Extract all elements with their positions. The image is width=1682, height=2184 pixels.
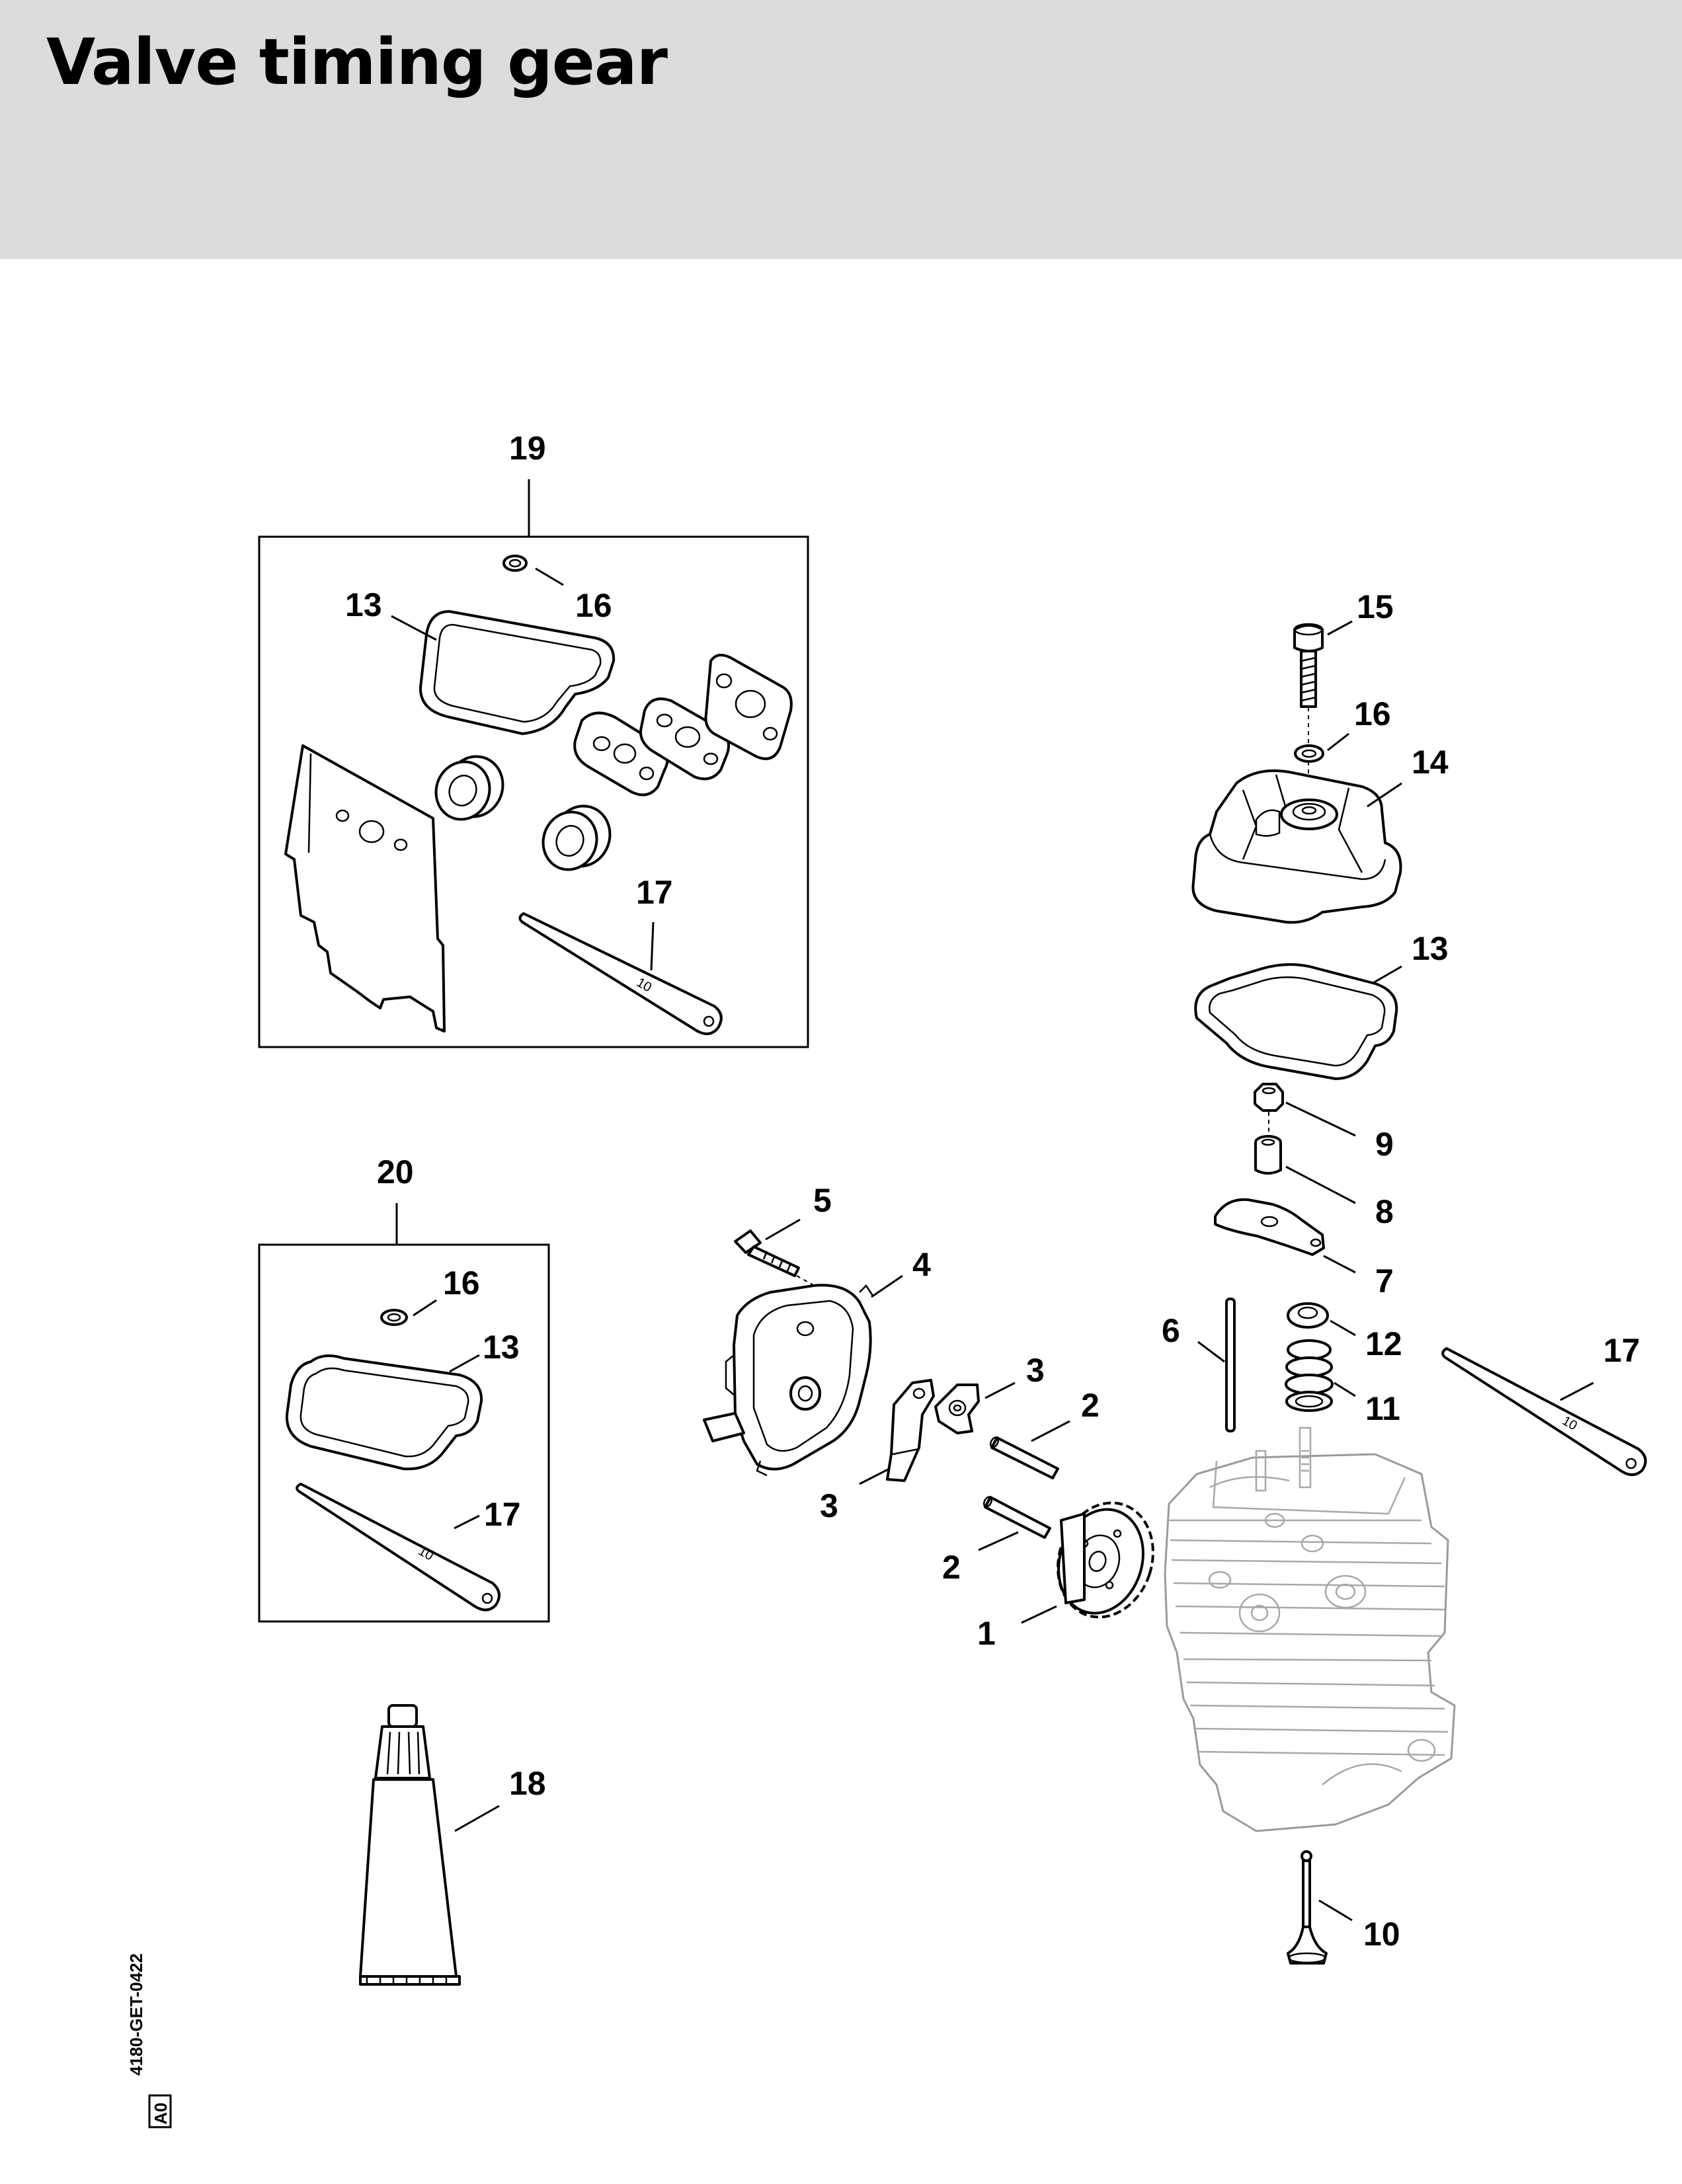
rocker-arm (1214, 1198, 1325, 1256)
callout-1: 1 (977, 1615, 996, 1652)
leader-12 (1330, 1319, 1356, 1337)
document-code: 4180-GET-0422 (126, 1953, 146, 2076)
leader-5 (765, 1218, 801, 1241)
page-title: Valve timing gear (46, 25, 668, 99)
kit-20-seal-ring (380, 1309, 408, 1326)
kit-19-oil-seal-upper (434, 755, 504, 821)
callout-17-right: 17 (1603, 1332, 1640, 1369)
callout-2-upper: 2 (1081, 1387, 1100, 1424)
callout-13-kit20: 13 (483, 1329, 520, 1366)
cylinder-reference (1164, 1426, 1456, 1832)
callout-7: 7 (1375, 1263, 1394, 1300)
kit-19-flange-gaskets (573, 654, 793, 797)
leader-10 (1318, 1899, 1353, 1922)
housing-screw (734, 1229, 800, 1277)
pin-upper (989, 1436, 1059, 1479)
callout-12: 12 (1365, 1325, 1402, 1362)
adjusting-stud (1254, 1135, 1282, 1175)
cover-gasket (1194, 963, 1398, 1080)
spring-retainer (1287, 1302, 1329, 1329)
callout-3-left: 3 (820, 1487, 838, 1524)
callout-17-kit20: 17 (484, 1496, 521, 1533)
kit-20-gasket (285, 1354, 483, 1471)
callout-16-cover: 16 (1354, 695, 1391, 732)
revision-box (148, 2094, 172, 2128)
leader-16-kit20 (413, 1299, 437, 1317)
leader-13-cover (1371, 965, 1402, 985)
kit-19-seal-ring (502, 555, 528, 572)
kit-20-group: 20 16 13 10 17 (258, 1153, 550, 1623)
leader-13-kit20 (449, 1354, 480, 1373)
leader-18 (454, 1805, 500, 1832)
kit-20-box (258, 1243, 550, 1623)
kit-19-feeler-tool: 10 (518, 912, 723, 1035)
grease-tube (359, 1704, 461, 1986)
push-rod (1225, 1298, 1236, 1432)
header-bar: Valve timing gear (0, 0, 1682, 259)
adjusting-nut (1254, 1083, 1284, 1112)
kit-19-box (258, 535, 809, 1048)
callout-16-kit20: 16 (443, 1265, 480, 1302)
leader-17-kit20 (454, 1514, 480, 1530)
leader-3-right (984, 1382, 1016, 1399)
pin-lower (982, 1496, 1051, 1539)
leader-15 (1327, 620, 1353, 636)
callout-3-right: 3 (1026, 1352, 1045, 1389)
timing-housing (703, 1284, 874, 1477)
callout-6: 6 (1162, 1312, 1180, 1349)
leader-13-kit19 (391, 615, 437, 641)
callout-18: 18 (509, 1765, 546, 1802)
document-reference: 4180-GET-0422 A0 (126, 1953, 172, 2128)
leader-3-left (859, 1467, 890, 1485)
kit-19-oil-seal-lower (541, 804, 612, 871)
leader-1 (1021, 1605, 1057, 1624)
cam-follower-left (886, 1379, 935, 1482)
screw-5-axis (796, 1275, 827, 1293)
callout-8: 8 (1375, 1193, 1394, 1230)
callout-2-lower: 2 (942, 1549, 961, 1586)
cam-follower-right (934, 1384, 980, 1434)
leader-2-upper (1031, 1420, 1070, 1442)
valve-cover (1191, 769, 1402, 924)
kit-19-gasket (419, 610, 616, 735)
callout-14: 14 (1412, 744, 1449, 781)
callout-9: 9 (1375, 1126, 1394, 1163)
document-revision: A0 (151, 2103, 171, 2125)
feeler-tool: 10 (1441, 1347, 1647, 1476)
leader-14 (1367, 782, 1402, 808)
leader-17-right (1560, 1382, 1594, 1401)
callout-11: 11 (1365, 1390, 1400, 1427)
leader-11 (1334, 1382, 1356, 1397)
leader-6 (1197, 1341, 1225, 1363)
callout-4: 4 (912, 1246, 931, 1283)
leader-7 (1323, 1255, 1356, 1274)
kit-19-group: 19 16 13 (258, 430, 809, 1048)
callout-5: 5 (813, 1182, 832, 1219)
leader-16-kit19 (535, 567, 564, 586)
callout-13-cover: 13 (1412, 930, 1449, 967)
leader-4 (871, 1274, 903, 1298)
timing-gear (1057, 1501, 1154, 1619)
callout-20: 20 (377, 1153, 414, 1190)
leader-2-lower (978, 1531, 1019, 1551)
callout-17-kit19: 17 (636, 874, 673, 911)
callout-19: 19 (509, 430, 546, 467)
leader-16-cover (1327, 732, 1349, 752)
leader-8 (1285, 1165, 1356, 1204)
kit-20-feeler-tool: 10 (296, 1483, 501, 1612)
cover-seal-washer (1294, 744, 1324, 763)
callout-10: 10 (1363, 1916, 1400, 1953)
cover-screw (1293, 623, 1324, 708)
kit-19-flat-gasket (284, 744, 446, 1033)
valve (1287, 1850, 1328, 1965)
callout-16-kit19: 16 (575, 587, 612, 624)
leader-17-kit19 (650, 921, 655, 971)
callout-15: 15 (1357, 588, 1394, 625)
leader-9 (1285, 1101, 1356, 1137)
callout-13-kit19: 13 (345, 586, 382, 623)
valve-spring (1285, 1339, 1334, 1412)
